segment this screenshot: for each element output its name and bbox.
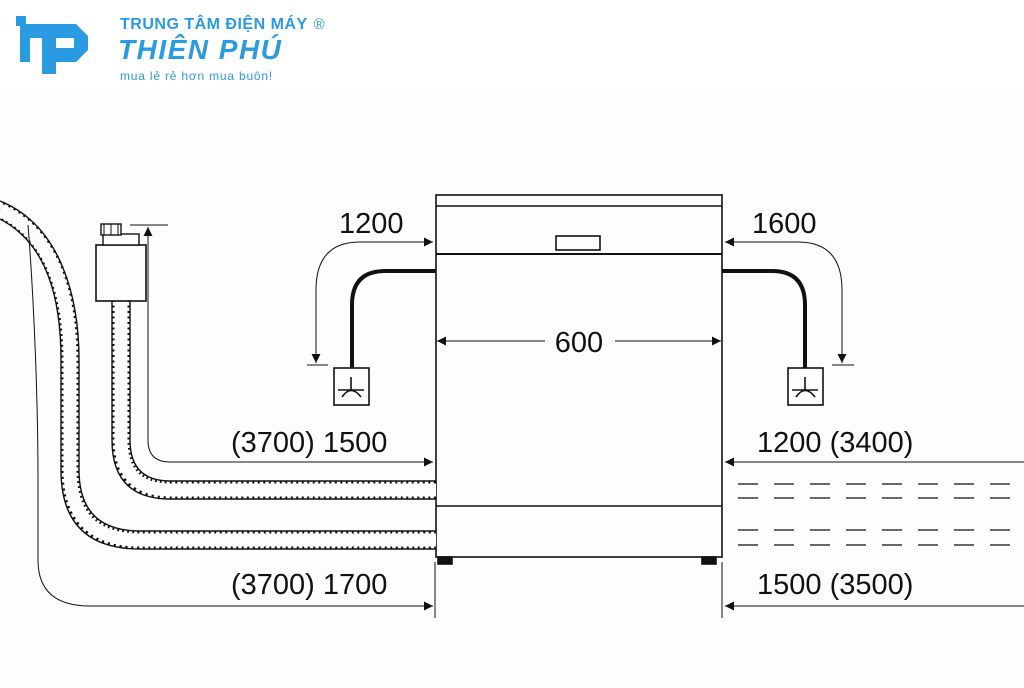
extension-lines [738,483,1024,546]
drain-hose-dimension [27,224,433,611]
left-connection-drop [311,241,410,363]
inlet-hose-dimension [147,243,433,467]
right-foot [701,556,717,565]
right-power-cable [722,269,824,406]
door-handle [555,235,601,251]
inlet-hose [95,223,436,500]
brand-logo: TRUNG TÂM ĐIỆN MÁY® THIÊN PHÚ mua lẻ rẻ … [16,12,325,83]
width-label: 600 [555,327,603,359]
left-lower-length-label: (3700) 1700 [231,569,387,601]
left-connection-label: 1200 [339,208,404,240]
dimension-labels: 600 1200 1600 (3700) 1500 1200 (3400) (3… [231,208,913,601]
left-power-outlet [333,367,370,406]
right-connection-drop [748,241,847,363]
left-foot [437,556,453,565]
left-upper-length-label: (3700) 1500 [231,427,387,459]
dishwasher [435,194,723,565]
aquastop-valve [95,244,147,302]
right-upper-length-label: 1200 (3400) [757,427,913,459]
dishwasher-body [435,194,723,558]
drain-hose [0,200,436,550]
dimension-lines [27,224,1024,618]
logo-tagline: mua lẻ rẻ hơn mua buôn! [120,69,274,83]
power-outlet-icon [792,377,818,398]
left-power-cable [333,269,436,406]
right-connection-label: 1600 [752,208,817,240]
right-lower-length-label: 1500 (3500) [757,569,913,601]
logo-brand-name: THIÊN PHÚ [118,34,283,65]
power-outlet-icon [338,377,364,398]
brand-logo-icon [16,16,88,74]
logo-company-line: TRUNG TÂM ĐIỆN MÁY® [120,16,326,33]
diagram-background [0,92,1024,683]
